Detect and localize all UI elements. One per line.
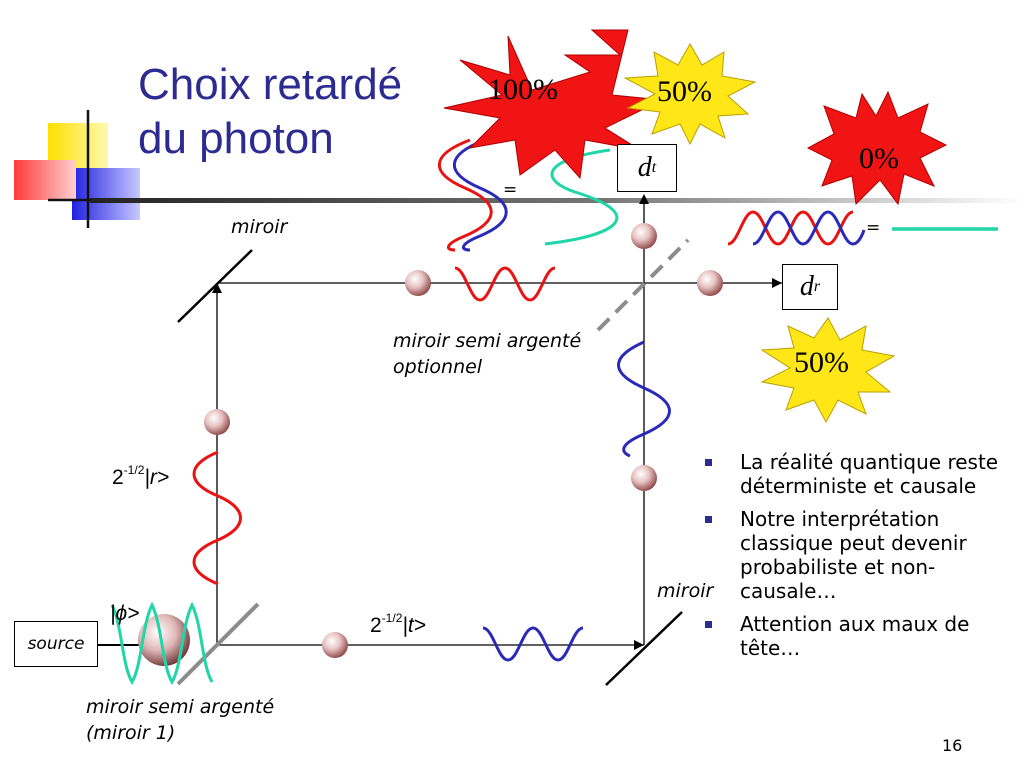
wave-dt-blue <box>452 138 508 252</box>
starburst-0-text: 0% <box>859 142 899 175</box>
wave-right-blue <box>617 340 671 458</box>
bullet-item: Attention aux maux de tête… <box>705 612 1015 660</box>
page-number: 16 <box>942 736 963 755</box>
state-t-ket: |t> <box>402 614 426 637</box>
detector-dt-sub: t <box>651 159 657 176</box>
state-r-ket: |r> <box>144 466 170 489</box>
photon-source <box>138 614 190 666</box>
semi-mirror-optional <box>596 238 690 332</box>
starburst-0: 0% <box>806 90 948 206</box>
decorative-squares <box>14 110 140 228</box>
mirror-bottom-right <box>605 611 683 686</box>
label-semi-optional: miroir semi argenté optionnel <box>393 328 581 380</box>
slide-title-line2: du photon <box>138 114 334 163</box>
bullet-list: La réalité quantique reste déterministe … <box>705 450 1015 669</box>
bullet-marker <box>705 459 712 466</box>
state-r-exp: -1/2 <box>123 463 145 477</box>
bullet-text-2: Notre interprétation classique peut deve… <box>740 507 967 603</box>
state-phi-label: |ϕ> <box>110 602 140 625</box>
photon-right-path <box>631 465 657 491</box>
photon-before-dt <box>631 223 657 249</box>
state-t-exp: -1/2 <box>381 611 403 625</box>
state-t-label: 2-1/2|t> <box>370 611 426 638</box>
bullet-marker <box>705 516 712 523</box>
bullet-text-3: Attention aux maux de tête… <box>740 612 970 660</box>
starburst-50-top-text: 50% <box>657 75 712 108</box>
label-semi-main-line1: miroir semi argenté <box>86 696 275 718</box>
bullet-item: Notre interprétation classique peut deve… <box>705 507 1015 603</box>
arrow-path-r <box>212 283 222 293</box>
wave-dt-red <box>437 138 493 252</box>
bullet-marker <box>705 621 712 628</box>
mirror-top-left <box>177 249 253 323</box>
wave-left-red <box>192 450 242 586</box>
arrow-path-t <box>634 640 644 650</box>
label-semi-optional-line1: miroir semi argenté <box>393 330 582 352</box>
bullet-item: La réalité quantique reste déterministe … <box>705 450 1015 498</box>
label-semi-main-line2: (miroir 1) <box>86 722 176 744</box>
title-rule <box>90 198 1024 203</box>
slide-title: Choix retardé du photon <box>138 58 402 166</box>
state-r-prefix: 2 <box>112 466 124 489</box>
wave-top-red <box>454 266 556 302</box>
photon-before-dr <box>697 270 723 296</box>
equals-sign-dr: = <box>866 218 881 238</box>
wave-bottom-blue <box>482 626 584 662</box>
bullet-text-1: La réalité quantique reste déterministe … <box>740 450 999 498</box>
state-t-prefix: 2 <box>370 614 382 637</box>
detector-dr-sub: r <box>813 278 821 295</box>
photon-left-path <box>204 409 230 435</box>
photon-top-path <box>405 270 431 296</box>
photon-bottom-path <box>322 632 348 658</box>
detector-dr-main: d <box>799 271 814 302</box>
equals-sign-dt: = <box>503 180 518 200</box>
starburst-50-top: 50% <box>623 42 757 146</box>
starburst-100: 100% <box>443 29 664 180</box>
wave-source-green <box>110 601 214 685</box>
label-miroir-right: miroir <box>657 580 714 602</box>
arrow-to-dt <box>639 194 649 204</box>
semi-mirror-main <box>176 602 260 686</box>
starburst-100-text: 100% <box>488 73 558 106</box>
photon-group <box>138 223 723 666</box>
label-miroir-top: miroir <box>231 216 288 238</box>
detector-dt-main: d <box>637 152 652 183</box>
wave-dr-blue <box>752 210 866 246</box>
starburst-50-bottom-text: 50% <box>794 346 849 379</box>
source-label: source <box>27 634 85 654</box>
starburst-50-bottom: 50% <box>760 317 896 424</box>
wave-dt-green <box>544 148 619 246</box>
arrow-to-dr <box>772 278 782 288</box>
source-box: source <box>14 621 98 667</box>
state-r-label: 2-1/2|r> <box>112 463 170 490</box>
slide-title-line1: Choix retardé <box>138 60 403 109</box>
beam-paths <box>96 196 782 646</box>
label-semi-main: miroir semi argenté (miroir 1) <box>86 694 274 746</box>
label-semi-optional-line2: optionnel <box>393 356 483 378</box>
